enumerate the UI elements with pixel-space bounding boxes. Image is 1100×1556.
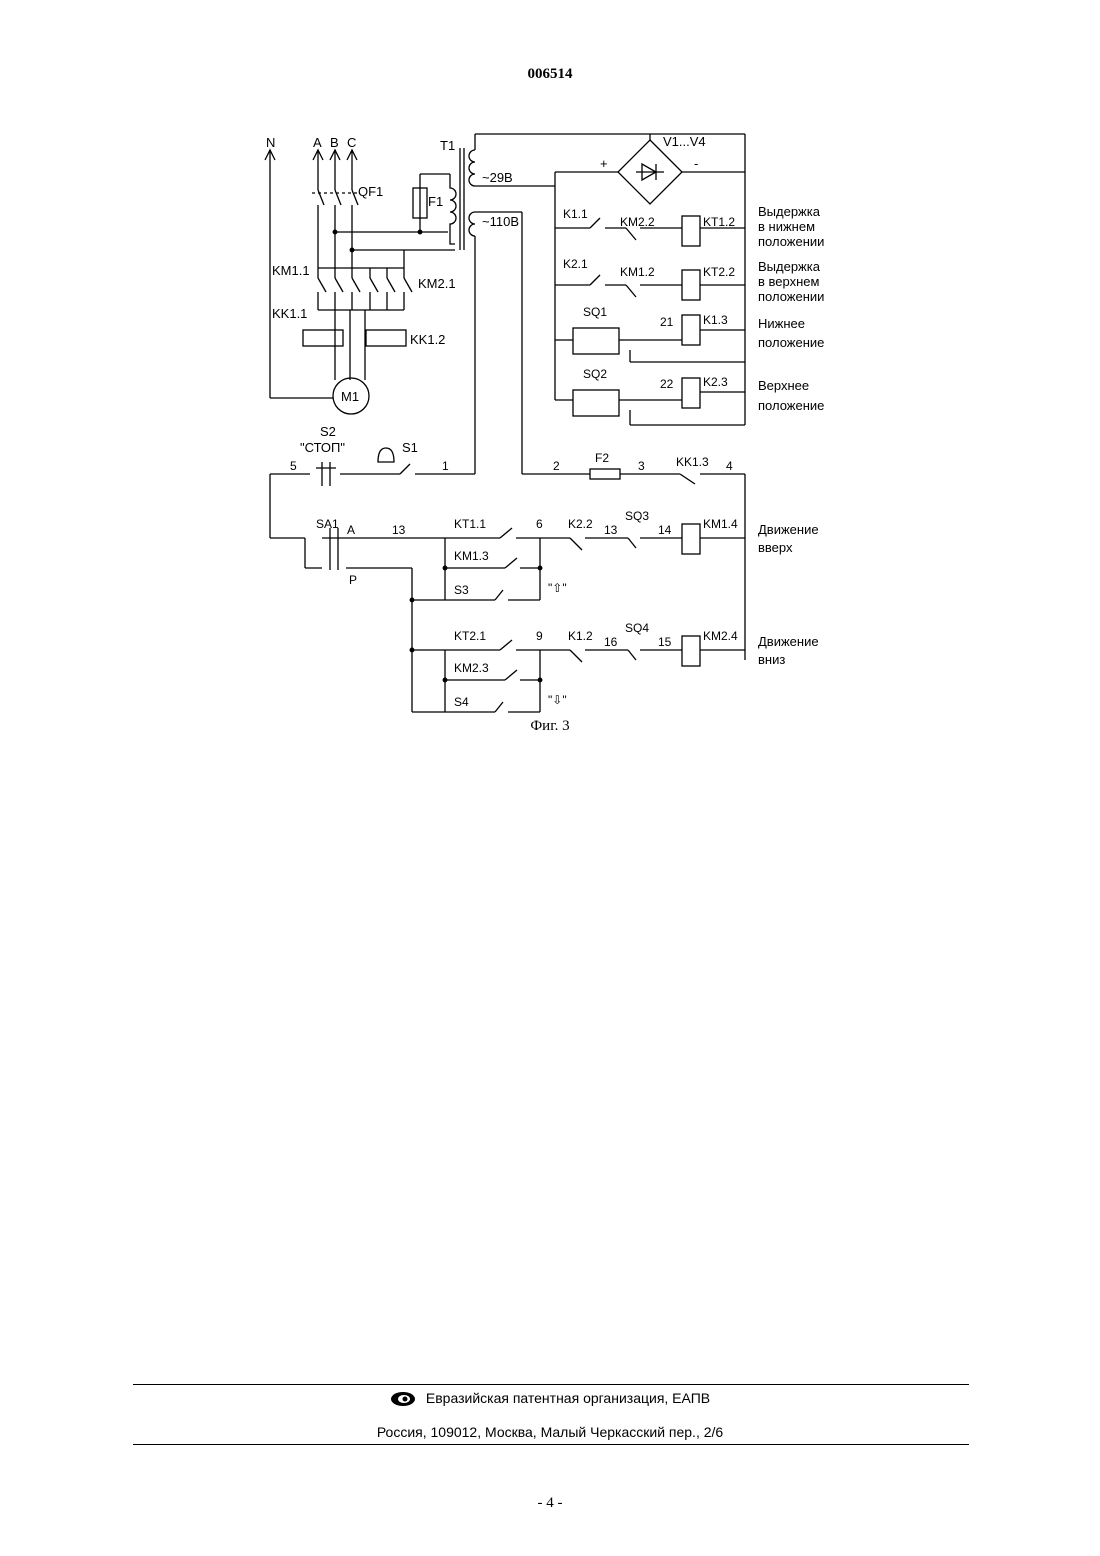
label-21: 21 bbox=[660, 315, 674, 329]
label-m1: M1 bbox=[341, 389, 359, 404]
label-km22: KM2.2 bbox=[620, 215, 655, 229]
label-s4: S4 bbox=[454, 695, 469, 709]
label-kk13: KK1.3 bbox=[676, 455, 709, 469]
label-f1: F1 bbox=[428, 194, 443, 209]
note-move-up-2: вверх bbox=[758, 540, 793, 555]
sensor-sq1 bbox=[573, 328, 619, 354]
label-k11: K1.1 bbox=[563, 207, 588, 221]
note-move-down-1: Движение bbox=[758, 634, 819, 649]
label-k13: K1.3 bbox=[703, 313, 728, 327]
label-110v: ~110B bbox=[482, 214, 519, 229]
label-9: 9 bbox=[536, 629, 543, 643]
label-minus: - bbox=[694, 156, 698, 171]
label-down-arrow: "⇩" bbox=[548, 693, 567, 707]
relay-coil-kt12 bbox=[682, 216, 700, 246]
note-upper-delay-1: Выдержка bbox=[758, 259, 821, 274]
label-a: A bbox=[313, 135, 322, 150]
label-f2: F2 bbox=[595, 451, 609, 465]
note-upper-position-1: Верхнее bbox=[758, 378, 809, 393]
label-22: 22 bbox=[660, 377, 674, 391]
label-up-arrow: "⇧" bbox=[548, 581, 567, 595]
note-lower-delay-2: в нижнем bbox=[758, 219, 815, 234]
label-s2: S2 bbox=[320, 424, 336, 439]
label-5: 5 bbox=[290, 459, 297, 473]
label-sa1: SA1 bbox=[316, 517, 339, 531]
label-c: C bbox=[347, 135, 356, 150]
label-k22: K2.2 bbox=[568, 517, 593, 531]
label-km24: KM2.4 bbox=[703, 629, 738, 643]
figure-caption: Фиг. 3 bbox=[0, 718, 1100, 735]
footer-address: Россия, 109012, Москва, Малый Черкасский… bbox=[0, 1424, 1100, 1440]
page-number: - 4 - bbox=[0, 1495, 1100, 1512]
label-s1: S1 bbox=[402, 440, 418, 455]
note-upper-delay-3: положении bbox=[758, 289, 824, 304]
note-lower-position-2: положение bbox=[758, 335, 824, 350]
label-km21: KM2.1 bbox=[418, 276, 456, 291]
label-kt12: KT1.2 bbox=[703, 215, 735, 229]
relay-coil-k23 bbox=[682, 378, 700, 408]
label-sq4: SQ4 bbox=[625, 621, 649, 635]
label-stop: "СТОП" bbox=[300, 440, 345, 455]
note-upper-delay-2: в верхнем bbox=[758, 274, 820, 289]
circuit-diagram: N A B C QF1 T1 ~29B ~110B F1 V1...V4 + -… bbox=[0, 0, 1100, 760]
label-km11: KM1.1 bbox=[272, 263, 310, 278]
organization-name: Евразийская патентная организация, ЕАПВ bbox=[426, 1390, 710, 1406]
label-kk12: KK1.2 bbox=[410, 332, 445, 347]
footer-rule-bottom bbox=[133, 1444, 969, 1445]
note-lower-position-1: Нижнее bbox=[758, 316, 805, 331]
label-sq3: SQ3 bbox=[625, 509, 649, 523]
eapo-logo-icon bbox=[390, 1391, 416, 1407]
label-km23: KM2.3 bbox=[454, 661, 489, 675]
sensor-sq2 bbox=[573, 390, 619, 416]
label-4: 4 bbox=[726, 459, 733, 473]
label-sq1: SQ1 bbox=[583, 305, 607, 319]
label-t1: T1 bbox=[440, 138, 455, 153]
bell-icon bbox=[378, 448, 394, 462]
label-v1v4: V1...V4 bbox=[663, 134, 706, 149]
label-15: 15 bbox=[658, 635, 672, 649]
footer-organization: Евразийская патентная организация, ЕАПВ bbox=[0, 1390, 1100, 1407]
contactor-coil-km14 bbox=[682, 524, 700, 554]
contactor-coil-km24 bbox=[682, 636, 700, 666]
label-13b: 13 bbox=[604, 523, 618, 537]
label-14: 14 bbox=[658, 523, 672, 537]
thermal-relay-kk11 bbox=[303, 330, 343, 346]
note-lower-delay-3: положении bbox=[758, 234, 824, 249]
label-2: 2 bbox=[553, 459, 560, 473]
label-13a: 13 bbox=[392, 523, 406, 537]
label-a-position: A bbox=[347, 523, 355, 537]
label-kt11: KT1.1 bbox=[454, 517, 486, 531]
label-16: 16 bbox=[604, 635, 618, 649]
fuse-f2 bbox=[590, 469, 620, 479]
label-3: 3 bbox=[638, 459, 645, 473]
label-1: 1 bbox=[442, 459, 449, 473]
label-sq2: SQ2 bbox=[583, 367, 607, 381]
label-km14: KM1.4 bbox=[703, 517, 738, 531]
label-qf1: QF1 bbox=[358, 184, 383, 199]
label-k23: K2.3 bbox=[703, 375, 728, 389]
label-b: B bbox=[330, 135, 339, 150]
footer-rule-top bbox=[133, 1384, 969, 1385]
label-kk11: KK1.1 bbox=[272, 306, 307, 321]
note-upper-position-2: положение bbox=[758, 398, 824, 413]
label-k12: K1.2 bbox=[568, 629, 593, 643]
label-km12: KM1.2 bbox=[620, 265, 655, 279]
label-6: 6 bbox=[536, 517, 543, 531]
relay-coil-kt22 bbox=[682, 270, 700, 300]
label-plus: + bbox=[600, 156, 608, 171]
transformer-primary bbox=[450, 174, 456, 244]
note-move-down-2: вниз bbox=[758, 652, 785, 667]
label-p-position: P bbox=[349, 573, 357, 587]
relay-coil-k13 bbox=[682, 315, 700, 345]
label-kt21: KT2.1 bbox=[454, 629, 486, 643]
label-s3: S3 bbox=[454, 583, 469, 597]
thermal-relay-kk12 bbox=[366, 330, 406, 346]
label-n: N bbox=[266, 135, 275, 150]
note-move-up-1: Движение bbox=[758, 522, 819, 537]
label-k21: K2.1 bbox=[563, 257, 588, 271]
note-lower-delay-1: Выдержка bbox=[758, 204, 821, 219]
label-km13: KM1.3 bbox=[454, 549, 489, 563]
label-29v: ~29B bbox=[482, 170, 513, 185]
label-kt22: KT2.2 bbox=[703, 265, 735, 279]
